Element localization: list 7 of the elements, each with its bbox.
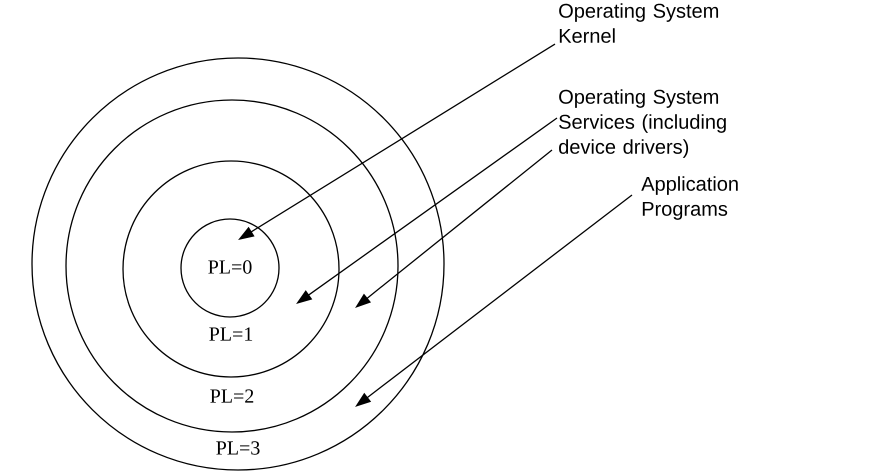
ring-label: PL=2 [210, 389, 254, 403]
ring-label: PL=0 [208, 260, 252, 274]
callout-text: Operating System Kernel [559, 3, 718, 43]
callout-text: Operating System Services (including device drivers) [559, 89, 726, 158]
callout-text: Application Programs [641, 176, 738, 220]
ring-label: PL=3 [216, 441, 260, 455]
ring-label: PL=1 [209, 327, 252, 341]
